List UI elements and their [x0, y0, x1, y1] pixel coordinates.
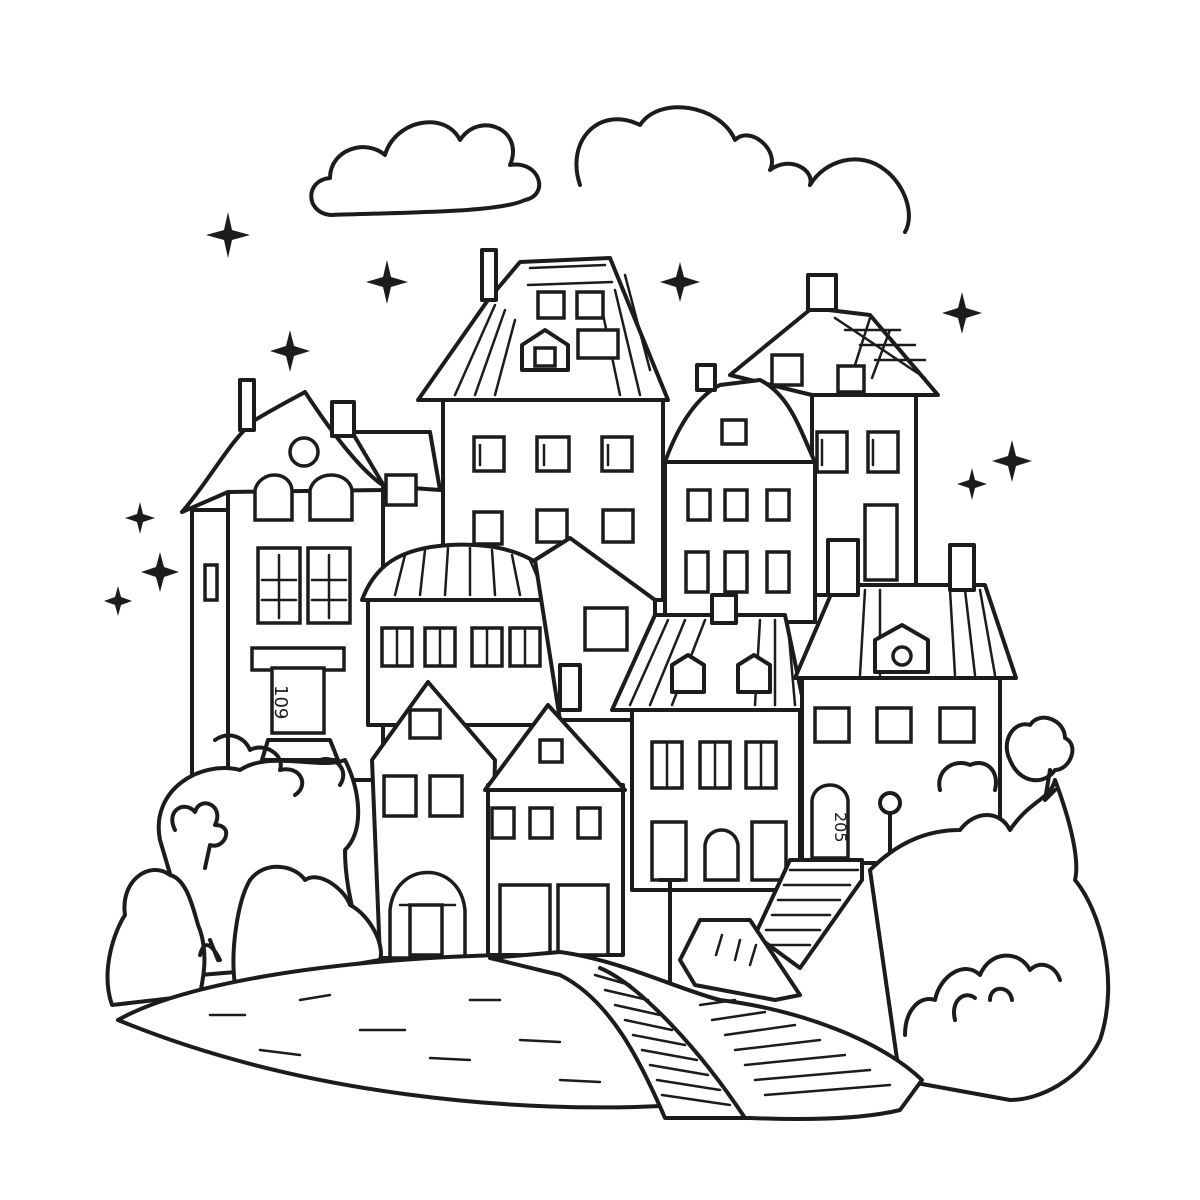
star-icon: [957, 468, 987, 500]
star-icon: [104, 586, 132, 616]
front-middle-house: [483, 663, 627, 957]
low-stone-wall: [658, 878, 802, 1002]
star-icon: [206, 212, 250, 258]
house-109: 109: [180, 378, 442, 782]
right-bushes: [868, 715, 1111, 1102]
right-cloud: [574, 105, 911, 234]
star-icon: [660, 262, 700, 302]
star-icon: [366, 260, 408, 304]
star-icon: [141, 552, 179, 592]
striped-roof-house: [610, 593, 807, 892]
house-number: 109: [270, 685, 291, 719]
star-icon: [125, 502, 155, 534]
cobblestone-path: [488, 950, 924, 1122]
stone-stairs: [753, 858, 864, 970]
left-cloud: [309, 120, 542, 217]
star-icon: [270, 330, 310, 372]
curved-gable-house: [663, 363, 817, 624]
tall-center-house: [416, 248, 670, 602]
house-number: 205: [831, 812, 850, 843]
star-icon: [992, 440, 1032, 482]
star-icon: [942, 292, 982, 334]
left-bushes: [105, 733, 383, 1007]
sky-stars: [104, 212, 1032, 616]
